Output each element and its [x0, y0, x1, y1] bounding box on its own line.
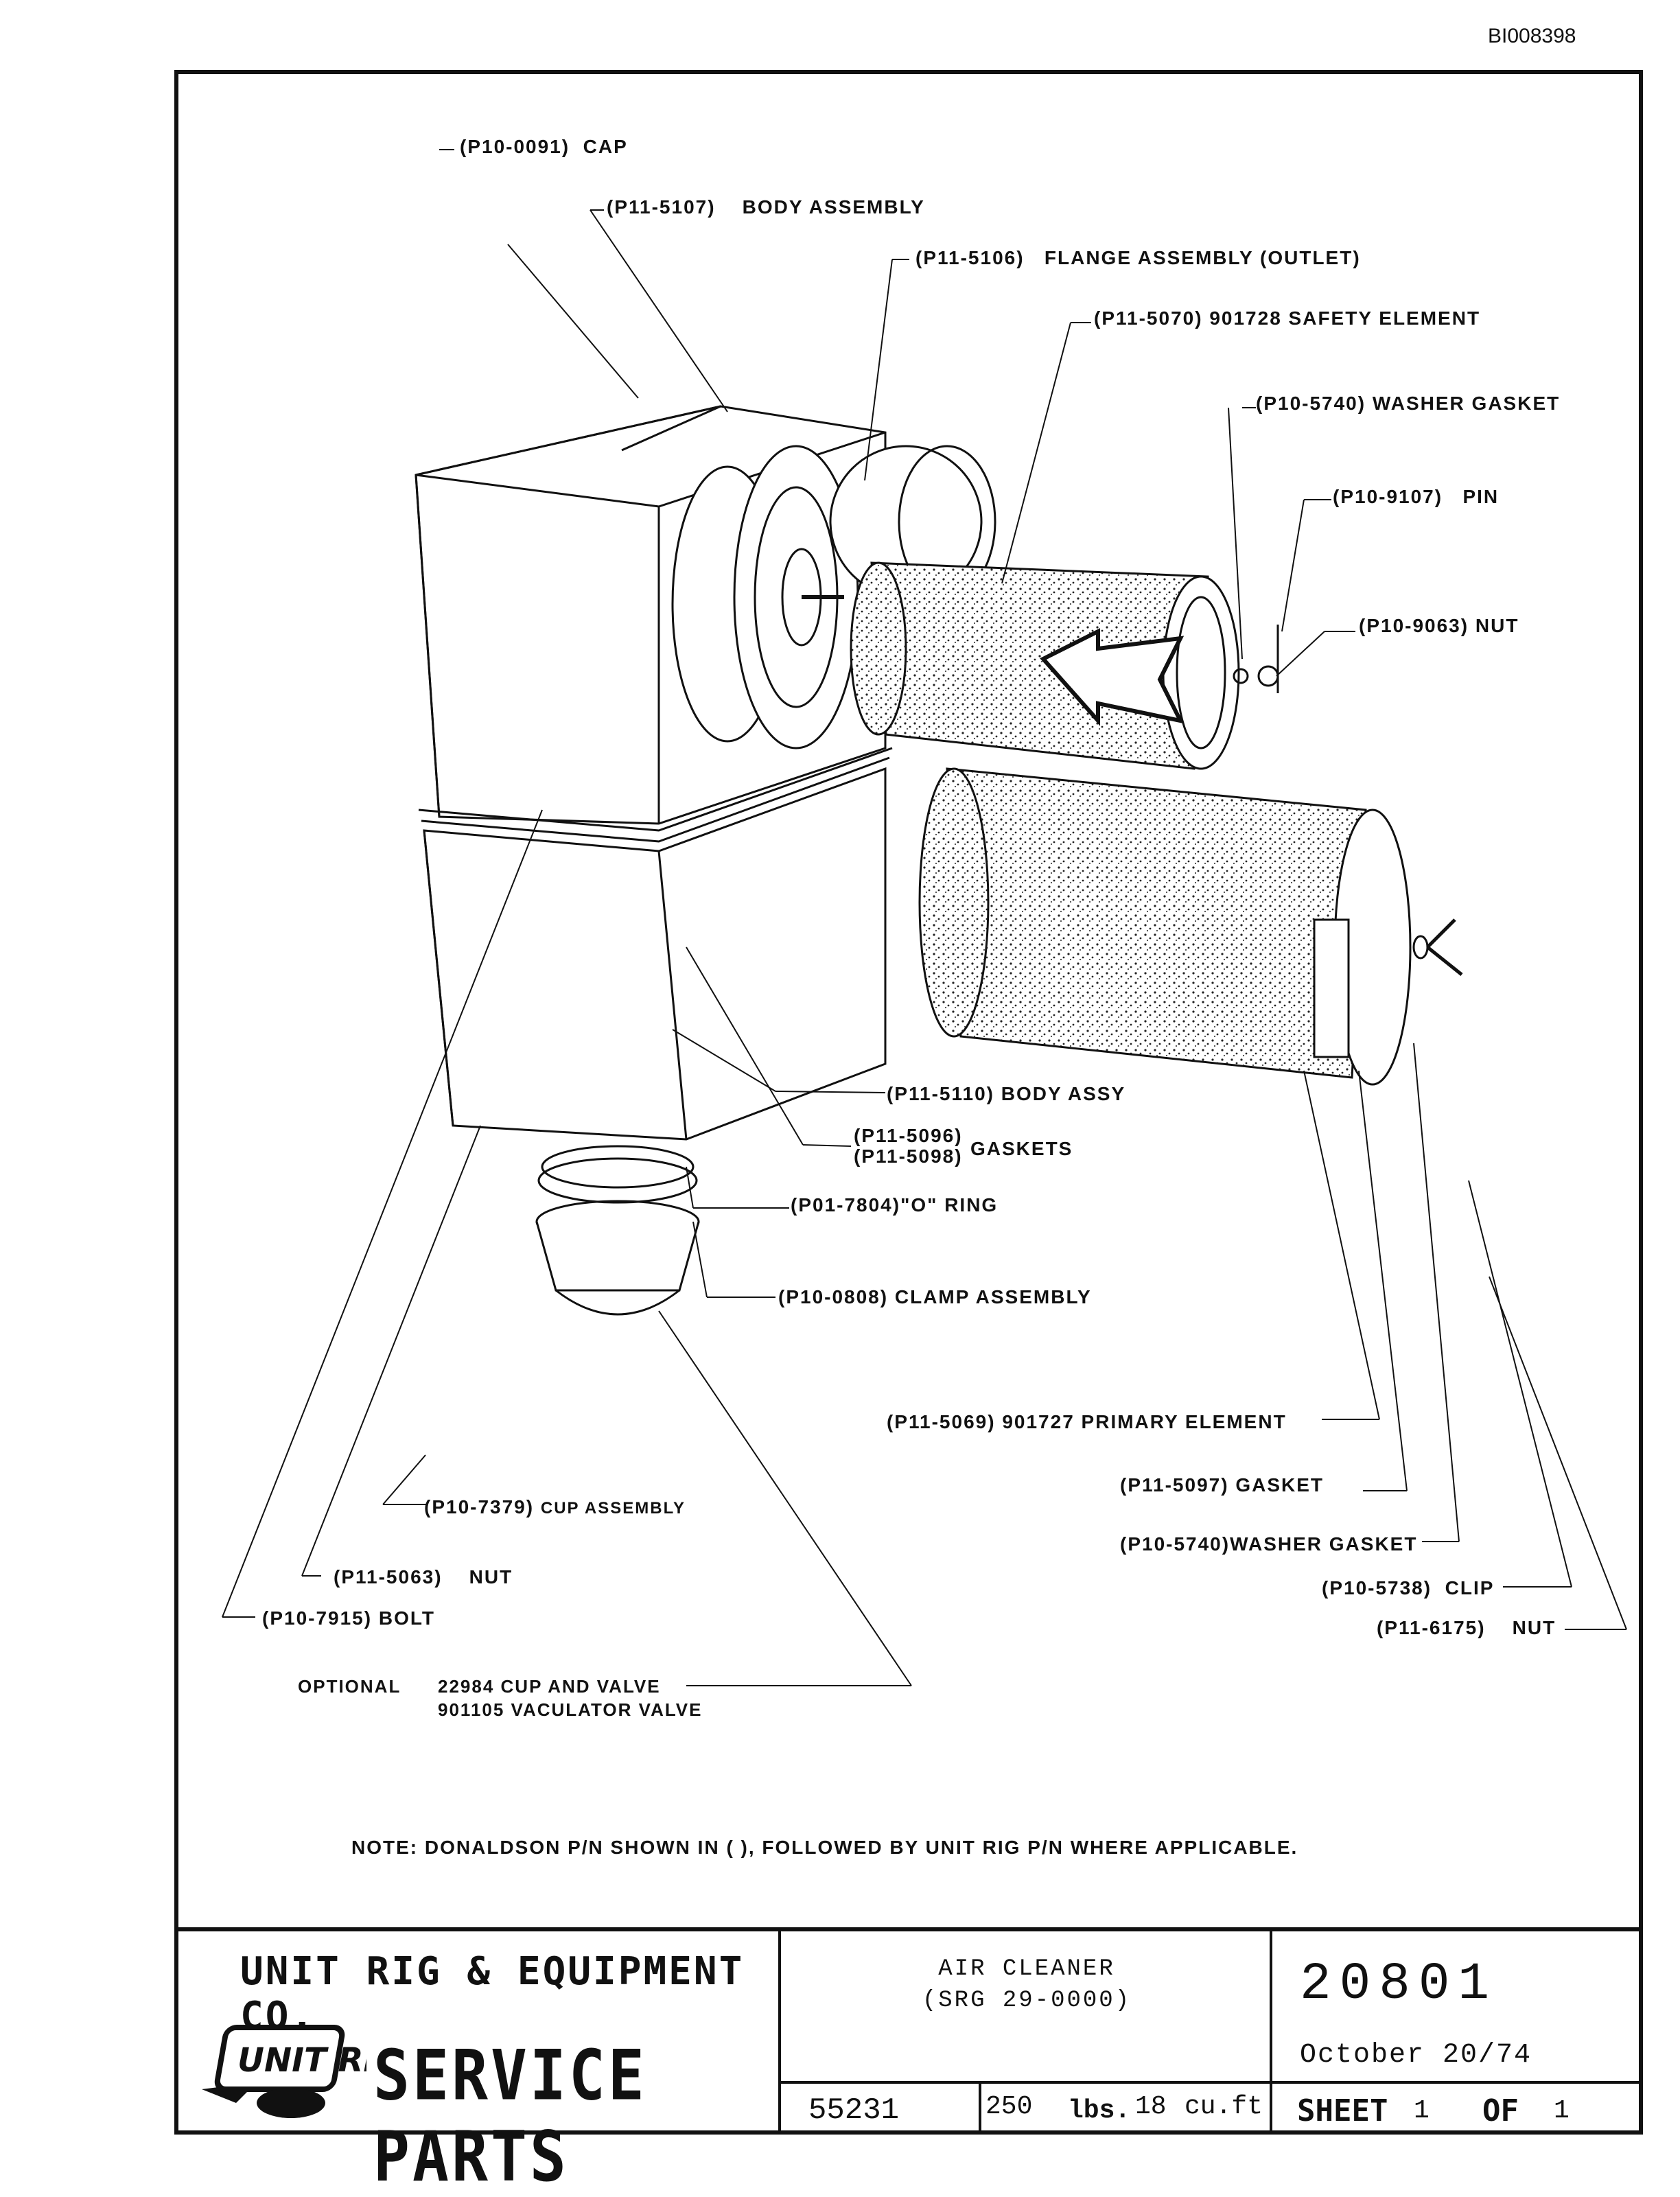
optional-line-1: 22984 CUP AND VALVE [438, 1676, 661, 1697]
callout-o-ring: (P01-7804)"O" RING [791, 1194, 999, 1216]
ref-number-cell: 55231 [781, 2084, 981, 2135]
callout-clip: (P10-5738) CLIP [1322, 1577, 1495, 1599]
sheet-number: 1 [1414, 2096, 1430, 2126]
drawing-subtitle: (SRG 29-0000) [922, 1988, 1132, 2014]
lower-body-assembly [418, 747, 893, 1141]
callout-safety-element: (P11-5070) 901728 SAFETY ELEMENT [1094, 307, 1481, 329]
flange-assembly [671, 445, 996, 749]
callout-nut-bottom: (P11-6175) NUT [1377, 1617, 1556, 1638]
drawing-frame [174, 70, 1643, 2135]
company-cell: UNIT RIG & EQUIPMENT CO. UNIT RIG SERVIC… [174, 1931, 781, 2197]
volume-value: 18 [1135, 2092, 1167, 2122]
callout-washer-gasket-top: (P10-5740) WASHER GASKET [1256, 393, 1561, 414]
of-label: OF [1482, 2093, 1519, 2128]
leader-lines [222, 149, 1627, 1686]
sheet-total: 1 [1554, 2096, 1570, 2126]
drawing-number-cell: 20801 October 20/74 [1272, 1931, 1639, 2081]
divider [781, 2081, 1639, 2084]
callout-body-assembly: (P11-5107) BODY ASSEMBLY [607, 196, 925, 218]
optional-label: OPTIONAL [298, 1676, 401, 1697]
service-parts-title: SERVICE PARTS [373, 2034, 647, 2197]
volume-unit: cu.ft [1185, 2092, 1263, 2122]
drawing-title: AIR CLEANER [938, 1956, 1115, 1982]
weight-unit: lbs. [1068, 2096, 1131, 2126]
callout-washer-gasket-bottom: (P10-5740)WASHER GASKET [1120, 1533, 1418, 1555]
callout-cup-assembly: (P10-7379) CUP ASSEMBLY [424, 1496, 686, 1518]
callout-gaskets: (P11-5096) (P11-5098) [854, 1125, 963, 1167]
logo-text: UNIT RIG [237, 2041, 366, 2080]
cup-and-clamp [535, 1145, 700, 1316]
drawing-date: October 20/74 [1300, 2040, 1532, 2071]
optional-line-2: 901105 VACULATOR VALVE [438, 1699, 703, 1720]
safety-element-cylinder [850, 561, 1240, 770]
ref-number: 55231 [808, 2093, 900, 2128]
document-id: BI008398 [1488, 25, 1576, 47]
donaldson-note: NOTE: DONALDSON P/N SHOWN IN ( ), FOLLOW… [351, 1837, 1298, 1858]
callout-nut-left: (P11-5063) NUT [334, 1566, 513, 1588]
weight-value: 250 [985, 2092, 1033, 2122]
company-name: UNIT RIG & EQUIPMENT CO. [240, 1949, 745, 2038]
callout-pin: (P10-9107) PIN [1333, 486, 1500, 507]
callout-cap: (P10-0091) CAP [460, 136, 628, 157]
callout-bolt: (P10-7915) BOLT [262, 1607, 436, 1629]
weight-volume-cell: 250 lbs. 18 cu.ft [981, 2084, 1272, 2135]
unit-rig-logo-icon: UNIT RIG [202, 2025, 366, 2118]
callout-gasket: (P11-5097) GASKET [1120, 1474, 1325, 1496]
callout-gaskets-desc: GASKETS [970, 1138, 1073, 1159]
drawing-title-cell: AIR CLEANER (SRG 29-0000) [781, 1931, 1272, 2081]
sheet-cell: SHEET 1 OF 1 [1272, 2084, 1639, 2135]
callout-nut-top: (P10-9063) NUT [1359, 615, 1519, 636]
callout-primary-element: (P11-5069) 901727 PRIMARY ELEMENT [887, 1411, 1287, 1432]
pin-and-nut [1233, 625, 1279, 693]
title-block: UNIT RIG & EQUIPMENT CO. UNIT RIG SERVIC… [174, 1927, 1643, 2197]
sheet-label: SHEET [1297, 2093, 1388, 2128]
drawing-number: 20801 [1300, 1955, 1498, 2014]
callout-flange-assembly: (P11-5106) FLANGE ASSEMBLY (OUTLET) [915, 247, 1361, 268]
primary-element-cylinder [918, 767, 1463, 1086]
callout-clamp-assembly: (P10-0808) CLAMP ASSEMBLY [778, 1286, 1092, 1307]
callout-body-assy: (P11-5110) BODY ASSY [887, 1083, 1126, 1104]
